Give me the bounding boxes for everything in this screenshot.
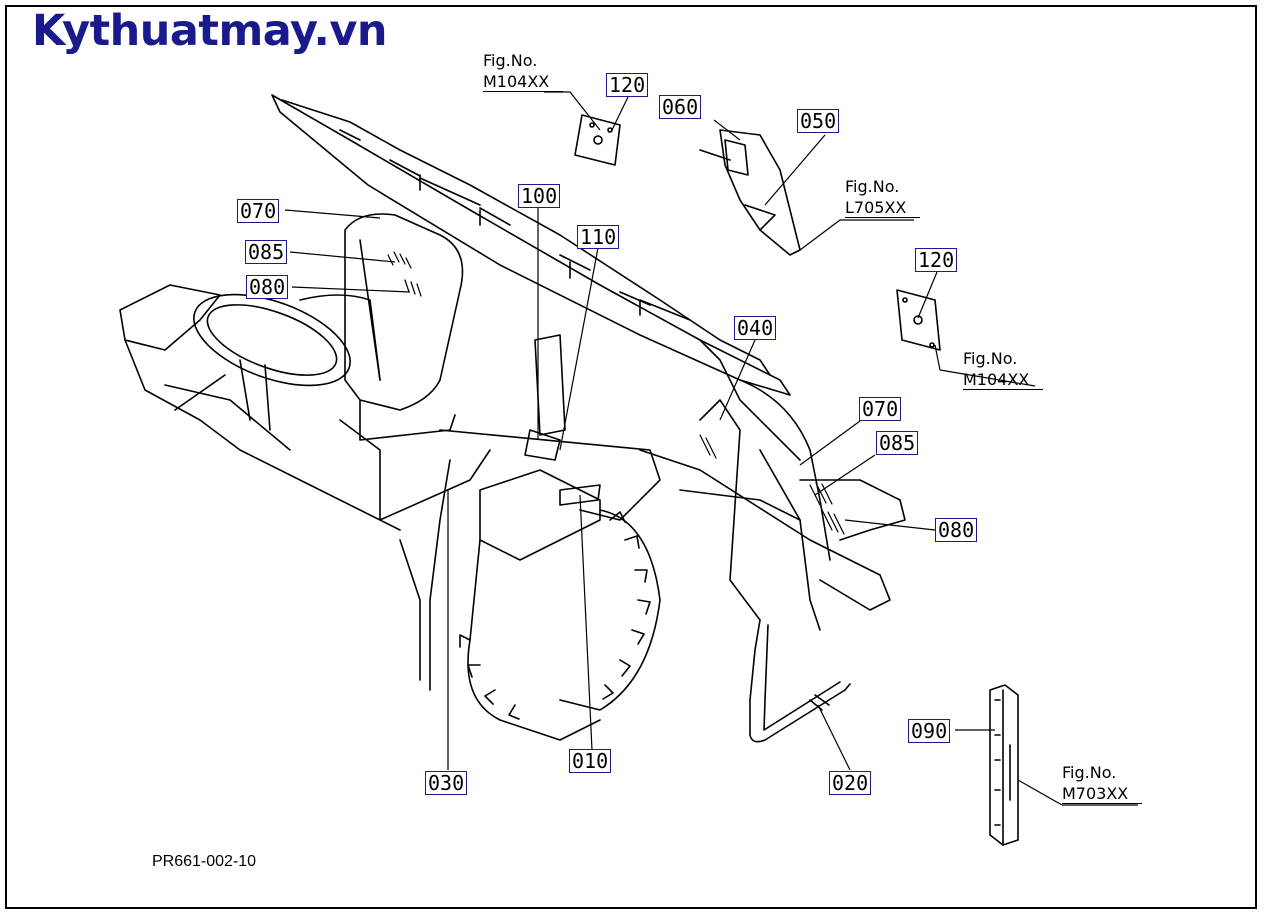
drawing-code: PR661-002-10 <box>152 853 257 870</box>
fig-ref-top: Fig.No. M104XX <box>483 50 564 92</box>
fig-ref-label: Fig.No. <box>483 51 538 70</box>
fig-ref-bottom-right: Fig.No. M703XX <box>1062 762 1143 804</box>
callout-010: 010 <box>569 749 612 773</box>
callout-120-right: 120 <box>915 248 958 272</box>
callout-110: 110 <box>577 225 620 249</box>
fig-ref-number: M703XX <box>1062 784 1143 804</box>
center-bracket <box>524 334 601 506</box>
callout-080-right: 080 <box>935 518 978 542</box>
callout-030: 030 <box>425 771 468 795</box>
callout-070-left: 070 <box>237 199 280 223</box>
fig-ref-upper-right: Fig.No. L705XX <box>845 176 921 218</box>
drive-wheel <box>459 509 661 720</box>
plate-120-top <box>574 114 621 166</box>
fig-ref-label: Fig.No. <box>1062 763 1117 782</box>
steering-wheel <box>174 293 351 431</box>
fig-ref-right: Fig.No. M104XX <box>963 348 1044 390</box>
site-brand: Kythuatmay.vn <box>32 6 388 56</box>
drawing-frame <box>5 5 1257 909</box>
callout-100: 100 <box>518 184 561 208</box>
callout-085-left: 085 <box>245 240 288 264</box>
callout-060: 060 <box>659 95 702 119</box>
seat <box>299 213 464 441</box>
callout-120-top: 120 <box>606 73 649 97</box>
canopy-panel <box>271 94 831 561</box>
fig-ref-number: M104XX <box>963 370 1044 390</box>
callout-050: 050 <box>797 109 840 133</box>
callout-040: 040 <box>734 316 777 340</box>
body-frame <box>339 419 661 741</box>
callout-090: 090 <box>908 719 951 743</box>
decal-group-060-050 <box>699 129 801 256</box>
fig-ref-number: M104XX <box>483 72 564 92</box>
bracket-090 <box>989 684 1019 846</box>
fig-ref-label: Fig.No. <box>963 349 1018 368</box>
callout-085-right: 085 <box>876 431 919 455</box>
fig-ref-number: L705XX <box>845 198 921 218</box>
callout-070-right: 070 <box>859 397 902 421</box>
side-rail <box>639 399 906 631</box>
tool-handle <box>749 619 851 743</box>
callout-020: 020 <box>829 771 872 795</box>
fig-ref-label: Fig.No. <box>845 177 900 196</box>
callout-080-left: 080 <box>246 275 289 299</box>
plate-120-right <box>896 289 941 351</box>
hood <box>119 284 401 531</box>
